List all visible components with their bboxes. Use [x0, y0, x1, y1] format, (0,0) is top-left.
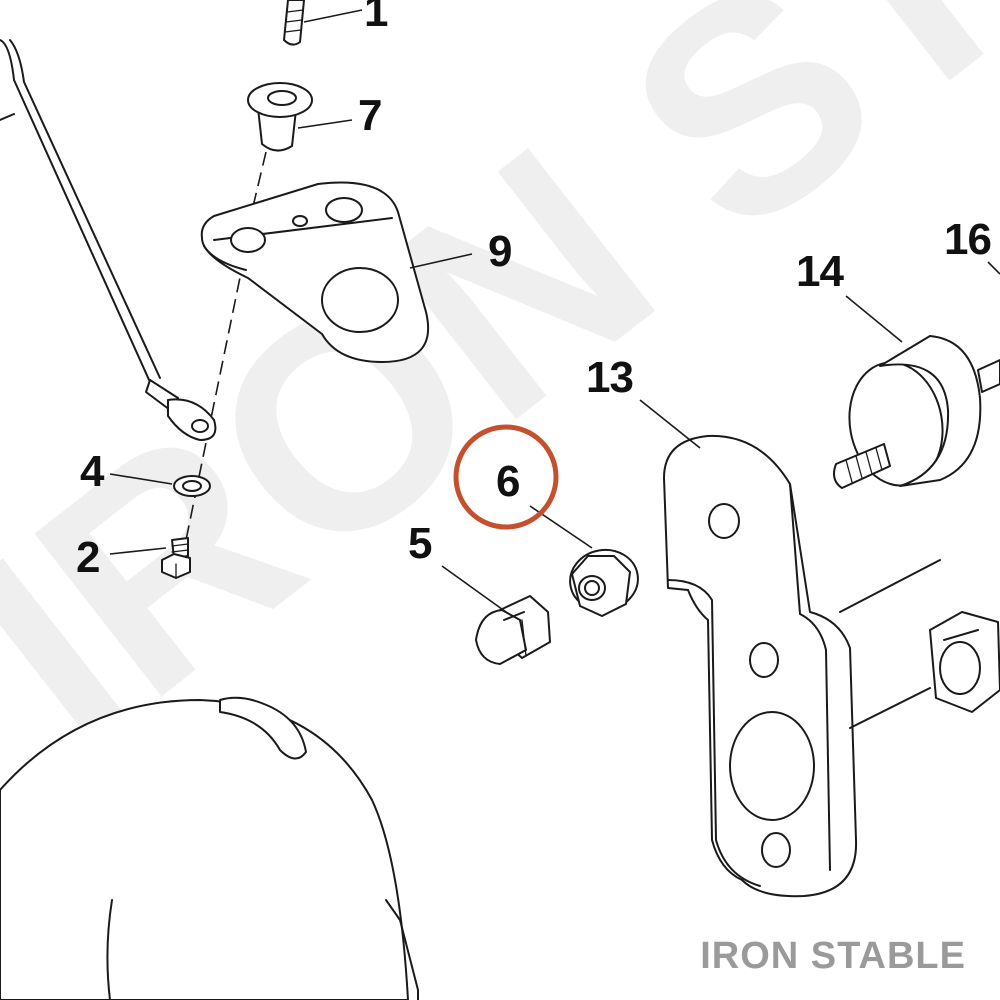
callout-14: 14 [796, 247, 844, 296]
hex-nut-right [929, 611, 1000, 713]
part-1-stud [283, 0, 363, 46]
callout-16: 16 [944, 215, 991, 264]
callout-5: 5 [408, 519, 432, 568]
callout-9: 9 [488, 227, 511, 276]
part-14-rubber-mount [833, 295, 1000, 729]
callout-labels: 1 7 9 4 2 5 6 13 14 16 [76, 0, 992, 582]
ground-wire [0, 39, 217, 441]
callout-13: 13 [586, 353, 633, 402]
part-13-bracket [639, 399, 858, 898]
part-4-washer [109, 473, 211, 497]
callout-4: 4 [80, 447, 105, 496]
callout-2: 2 [76, 533, 99, 582]
highlight-ring [453, 424, 559, 530]
part-16-leader [987, 261, 1000, 275]
part-7-bushing [247, 82, 353, 152]
part-6-flange-nut [529, 505, 639, 617]
part-5-acorn-nut [441, 565, 551, 665]
part-2-bolt [109, 537, 191, 579]
part-9-bracket [200, 181, 473, 363]
callout-6: 6 [496, 457, 519, 506]
brand-label: IRON STABLE [700, 935, 966, 977]
callout-1: 1 [364, 0, 388, 36]
callout-7: 7 [358, 91, 381, 140]
housing-body [0, 696, 419, 1000]
